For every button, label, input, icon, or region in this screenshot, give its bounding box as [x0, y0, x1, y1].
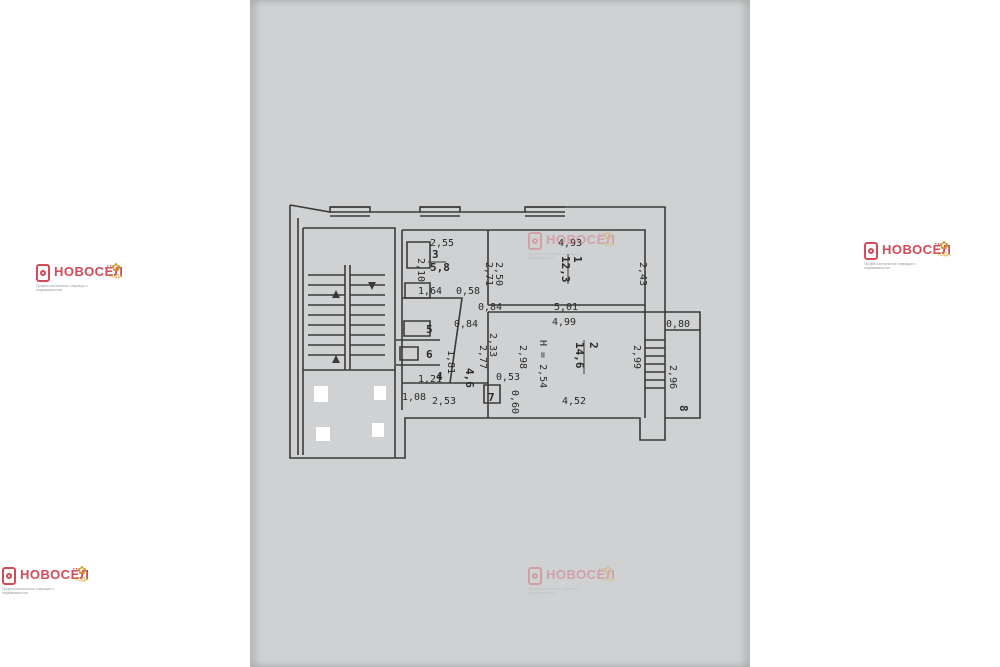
dim-label: 1,81 [445, 350, 456, 374]
room-number: 3 [432, 248, 439, 261]
dim-label: 4,93 [558, 238, 582, 249]
room-area: 5,8 [430, 261, 450, 274]
watermark-brand: НОВОСЁЛ [546, 232, 616, 247]
award-badge: ✿ГОДА [74, 565, 90, 587]
watermark-logo: НОВОСЁЛ Профессиональные операции с недв… [528, 565, 668, 605]
dim-label: 2,71 [483, 262, 494, 286]
house-key-icon [528, 567, 542, 585]
badge-text: ГОДА [109, 274, 123, 280]
badge-text: ГОДА [75, 577, 89, 583]
watermark-tagline: Профессиональные операции с недвижимость… [864, 262, 917, 270]
dim-label: 1,08 [402, 392, 426, 403]
house-key-icon [864, 242, 878, 260]
laurel-icon: ✿ [603, 230, 613, 242]
watermark-logo: НОВОСЁЛ Профессиональные операции с недв… [2, 565, 142, 605]
watermark-logo: НОВОСЁЛ Профессиональные операции с недв… [528, 230, 668, 270]
floor-plan-sheet [250, 0, 750, 667]
dimension-labels: 2,55 4,93 2,71 2,50 2,43 2,10 1,64 0,58 … [402, 238, 690, 414]
dim-label: 4,52 [562, 396, 586, 407]
award-badge: ✿ГОДА [108, 262, 124, 284]
dim-label: 0,60 [509, 390, 520, 414]
watermark-brand: НОВОСЁЛ [20, 567, 90, 582]
watermark-tagline: Профессиональные операции с недвижимость… [528, 587, 581, 595]
house-key-icon [528, 232, 542, 250]
dim-label: 0,58 [456, 286, 480, 297]
dim-label: 2,96 [667, 365, 678, 389]
dim-label: 5,01 [554, 302, 578, 313]
watermark-tagline: Профессиональные операции с недвижимость… [528, 252, 581, 260]
dim-label: 2,43 [637, 262, 648, 286]
laurel-icon: ✿ [939, 240, 949, 252]
dim-label: 2,77 [477, 345, 488, 369]
badge-text: ГОДА [601, 577, 615, 583]
award-badge: ✿ГОДА [600, 565, 616, 587]
room-number: 7 [488, 391, 495, 404]
room-number: 8 [677, 405, 690, 412]
dim-label: 2,50 [493, 262, 504, 286]
watermark-logo: НОВОСЁЛ Профессиональные операции с недв… [36, 262, 176, 302]
dim-label: 1,64 [418, 286, 442, 297]
room-area: 12,3 [559, 256, 572, 283]
redactions [314, 386, 386, 441]
watermark-brand: НОВОСЁЛ [546, 567, 616, 582]
room-number: 6 [426, 348, 433, 361]
dim-label: 2,10 [415, 258, 426, 282]
dim-label: 2,98 [517, 345, 528, 369]
room-area: 14,6 [573, 342, 586, 369]
dim-label: 2,99 [631, 345, 642, 369]
room-number: 5 [426, 323, 433, 336]
watermark-brand: НОВОСЁЛ [882, 242, 952, 257]
dim-label: 2,33 [487, 333, 498, 357]
dim-label: 0,84 [454, 319, 478, 330]
room-number: 4 [436, 370, 443, 383]
laurel-icon: ✿ [111, 262, 121, 274]
laurel-icon: ✿ [77, 565, 87, 577]
dim-label: 0,84 [478, 302, 502, 313]
room-number: 1 [571, 256, 584, 263]
dim-label: 0,53 [496, 372, 520, 383]
house-key-icon [2, 567, 16, 585]
award-badge: ✿ГОДА [936, 240, 952, 262]
room-labels: 3 5,8 1 12,3 2 14,6 4 4,6 5 6 7 8 [426, 248, 690, 412]
watermark-brand: НОВОСЁЛ [54, 264, 124, 279]
dim-label: 4,99 [552, 317, 576, 328]
dim-label: 1,21 [418, 374, 442, 385]
badge-text: ГОДА [601, 242, 615, 248]
watermark-logo: НОВОСЁЛ Профессиональные операции с недв… [864, 240, 1000, 280]
dim-label: 2,55 [430, 238, 454, 249]
dim-label: Н = 2,54 [537, 340, 548, 388]
watermark-tagline: Профессиональные операции с недвижимость… [2, 587, 55, 595]
house-key-icon [36, 264, 50, 282]
badge-text: ГОДА [937, 252, 951, 258]
room-number: 2 [587, 342, 600, 349]
laurel-icon: ✿ [603, 565, 613, 577]
walls [289, 204, 701, 459]
award-badge: ✿ГОДА [600, 230, 616, 252]
dim-label: 2,53 [432, 396, 456, 407]
dim-label: 0,80 [666, 319, 690, 330]
watermark-tagline: Профессиональные операции с недвижимость… [36, 284, 89, 292]
stair-arrows [332, 282, 376, 363]
room-area: 4,6 [463, 368, 476, 388]
